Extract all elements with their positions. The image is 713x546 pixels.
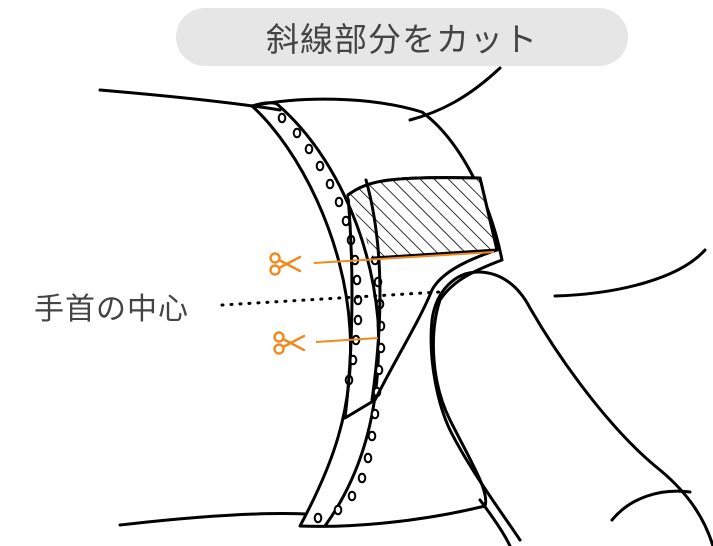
band-edge-left bbox=[250, 101, 279, 108]
scissors-icon bbox=[273, 331, 306, 355]
arm-outline-top bbox=[98, 88, 282, 112]
tab-inner-edge bbox=[364, 178, 382, 402]
band-inner-strap bbox=[275, 102, 381, 528]
thumbnail bbox=[610, 489, 692, 522]
scissors-icon bbox=[269, 252, 302, 276]
wrist-center-dotted-line bbox=[220, 290, 442, 307]
arm-outline-bottom bbox=[118, 512, 307, 527]
cut-line-lower bbox=[315, 337, 379, 343]
background-curve-right bbox=[553, 248, 707, 298]
instruction-text: 斜線部分をカット bbox=[266, 20, 538, 59]
thumb-outline bbox=[429, 270, 713, 546]
cut-line-upper bbox=[313, 251, 495, 264]
band-holes bbox=[277, 112, 386, 524]
finger-line bbox=[478, 498, 512, 546]
instruction-header: 斜線部分をカット bbox=[176, 8, 628, 66]
wrist-center-label: 手首の中心 bbox=[34, 292, 189, 327]
background-curve-top bbox=[408, 66, 502, 122]
